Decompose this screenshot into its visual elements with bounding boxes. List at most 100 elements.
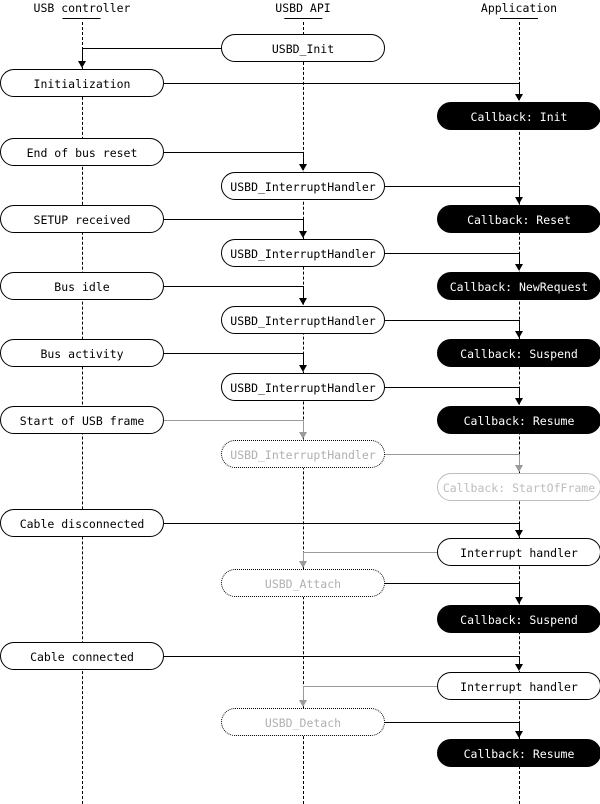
flow-irq-3-to-cb-suspend-1-arrowhead (515, 331, 523, 338)
flow-usbd-detach-to-cb-resume-2-arrowhead (515, 731, 523, 738)
node-label: USBD_InterruptHandler (230, 448, 376, 462)
node-label: Cable connected (30, 650, 134, 664)
node-cb-suspend-2: Callback: Suspend (437, 605, 600, 633)
node-cb-init: Callback: Init (437, 102, 600, 130)
node-label: End of bus reset (26, 146, 138, 160)
column-header-usbd-api: USBD API (275, 1, 331, 19)
flow-bus-idle-to-irq-3-arrowhead (299, 298, 307, 305)
flow-irq-handler-2-to-usbd-detach-horizontal (303, 686, 437, 687)
node-end-of-bus-reset: End of bus reset (0, 138, 164, 166)
flow-cable-connected-to-irq-handler-2-arrowhead (515, 664, 523, 671)
flow-irq-5-to-cb-startofframe-vertical (519, 454, 520, 466)
column-header-label: Application (480, 1, 558, 15)
node-label: USBD_Attach (264, 577, 342, 591)
node-label: Callback: Suspend (460, 347, 578, 361)
node-label: Start of USB frame (19, 414, 145, 428)
flow-irq-1-to-cb-reset-horizontal (385, 186, 519, 187)
flow-irq-handler-1-to-usbd-attach-horizontal (303, 552, 437, 553)
node-initialization: Initialization (0, 69, 164, 97)
node-setup-received: SETUP received (0, 205, 164, 233)
node-label: Cable disconnected (19, 517, 145, 531)
node-irq-5: USBD_InterruptHandler (221, 440, 385, 468)
flow-setup-received-to-irq-2-horizontal (164, 219, 303, 220)
flow-usbd-init-to-initialization-horizontal (82, 48, 221, 49)
node-usbd-detach: USBD_Detach (221, 708, 385, 736)
flow-end-of-bus-reset-to-irq-1-arrowhead (299, 164, 307, 171)
node-label: USBD_Detach (264, 716, 342, 730)
flow-irq-3-to-cb-suspend-1-vertical (519, 320, 520, 332)
flow-irq-1-to-cb-reset-arrowhead (515, 197, 523, 204)
flow-bus-activity-to-irq-4-horizontal (164, 353, 303, 354)
flow-irq-handler-2-to-usbd-detach-arrowhead (299, 700, 307, 707)
node-label: Interrupt handler (460, 546, 578, 560)
flow-start-of-frame-to-irq-5-horizontal (164, 420, 303, 421)
node-usbd-attach: USBD_Attach (221, 569, 385, 597)
flow-cable-disconnected-to-irq-handler-1-horizontal (164, 523, 519, 524)
flow-irq-4-to-cb-resume-1-vertical (519, 387, 520, 399)
flow-irq-2-to-cb-newrequest-arrowhead (515, 264, 523, 271)
flow-irq-2-to-cb-newrequest-vertical (519, 253, 520, 265)
flow-cable-disconnected-to-irq-handler-1-vertical (519, 523, 520, 531)
flow-irq-2-to-cb-newrequest-horizontal (385, 253, 519, 254)
node-label: Callback: Suspend (460, 613, 578, 627)
flow-cable-connected-to-irq-handler-2-horizontal (164, 656, 519, 657)
node-label: Callback: Resume (463, 414, 575, 428)
flow-irq-3-to-cb-suspend-1-horizontal (385, 320, 519, 321)
node-label: Bus activity (40, 347, 124, 361)
flow-usbd-detach-to-cb-resume-2-vertical (519, 722, 520, 732)
flow-irq-5-to-cb-startofframe-arrowhead (515, 465, 523, 472)
flow-bus-activity-to-irq-4-vertical (303, 353, 304, 366)
flow-bus-idle-to-irq-3-horizontal (164, 286, 303, 287)
node-cb-suspend-1: Callback: Suspend (437, 339, 600, 367)
flow-cable-connected-to-irq-handler-2-vertical (519, 656, 520, 665)
node-irq-1: USBD_InterruptHandler (221, 172, 385, 200)
node-label: Callback: StartOfFrame (442, 481, 596, 495)
node-label: Bus idle (54, 280, 110, 294)
node-cb-newrequest: Callback: NewRequest (437, 272, 600, 300)
node-cb-resume-2: Callback: Resume (437, 739, 600, 767)
flow-setup-received-to-irq-2-vertical (303, 219, 304, 232)
flow-usbd-init-to-initialization-arrowhead (78, 61, 86, 68)
column-header-rule (283, 18, 322, 19)
flow-usbd-attach-to-cb-suspend-2-vertical (519, 583, 520, 598)
node-label: USBD_InterruptHandler (230, 247, 376, 261)
flow-start-of-frame-to-irq-5-arrowhead (299, 432, 307, 439)
flow-cable-disconnected-to-irq-handler-1-arrowhead (515, 530, 523, 537)
flow-bus-idle-to-irq-3-vertical (303, 286, 304, 299)
node-label: USBD_Init (271, 42, 335, 56)
node-label: Interrupt handler (460, 680, 578, 694)
flow-irq-4-to-cb-resume-1-arrowhead (515, 398, 523, 405)
node-irq-2: USBD_InterruptHandler (221, 239, 385, 267)
flow-usbd-attach-to-cb-suspend-2-arrowhead (515, 597, 523, 604)
column-header-usb-controller: USB controller (34, 2, 130, 19)
node-irq-handler-2: Interrupt handler (437, 672, 600, 700)
column-header-rule (63, 18, 101, 19)
node-irq-3: USBD_InterruptHandler (221, 306, 385, 334)
flow-initialization-to-cb-init-vertical (519, 83, 520, 95)
flow-usbd-detach-to-cb-resume-2-horizontal (385, 722, 519, 723)
flow-irq-handler-1-to-usbd-attach-arrowhead (299, 561, 307, 568)
flow-usbd-attach-to-cb-suspend-2-horizontal (385, 583, 519, 584)
node-label: Callback: Init (470, 110, 568, 124)
node-label: SETUP received (33, 213, 131, 227)
flow-irq-4-to-cb-resume-1-horizontal (385, 387, 519, 388)
node-label: Callback: Reset (467, 213, 571, 227)
node-bus-idle: Bus idle (0, 272, 164, 300)
column-header-label: USBD API (275, 1, 331, 15)
flow-end-of-bus-reset-to-irq-1-horizontal (164, 152, 303, 153)
flow-irq-handler-2-to-usbd-detach-vertical (303, 686, 304, 701)
lifeline-usbd-api (303, 22, 304, 804)
flow-irq-1-to-cb-reset-vertical (519, 186, 520, 198)
column-header-rule (499, 18, 538, 19)
node-irq-4: USBD_InterruptHandler (221, 373, 385, 401)
node-cb-resume-1: Callback: Resume (437, 406, 600, 434)
node-cable-connected: Cable connected (0, 642, 164, 670)
node-cb-startofframe: Callback: StartOfFrame (437, 473, 600, 501)
flow-irq-handler-1-to-usbd-attach-vertical (303, 552, 304, 562)
flow-setup-received-to-irq-2-arrowhead (299, 231, 307, 238)
node-cable-disconnected: Cable disconnected (0, 509, 164, 537)
node-usbd-init: USBD_Init (221, 34, 385, 62)
node-bus-activity: Bus activity (0, 339, 164, 367)
flow-initialization-to-cb-init-horizontal (164, 83, 519, 84)
